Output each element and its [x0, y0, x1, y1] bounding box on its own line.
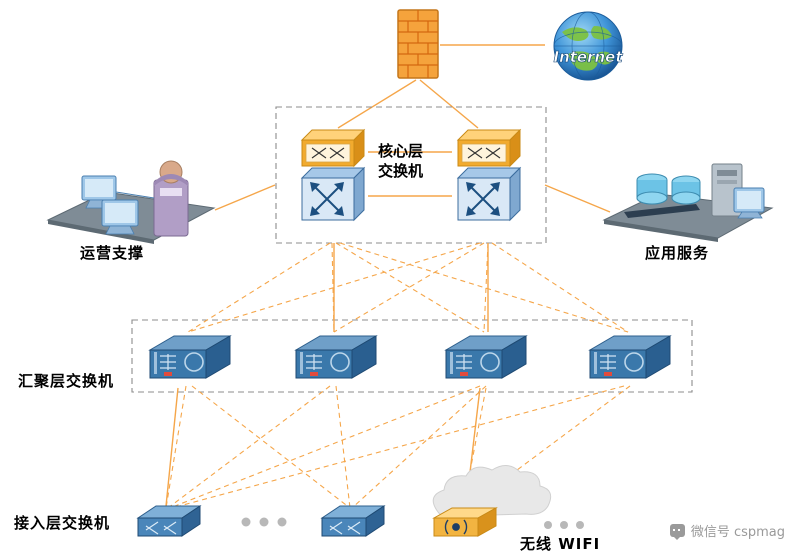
application-service-label: 应用服务 [645, 244, 710, 262]
operation-support-label: 运营支撑 [80, 244, 145, 262]
access-layer-label: 接入层交换机 [14, 514, 111, 532]
wechat-icon [669, 524, 685, 540]
access-switch-1-node[interactable] [136, 504, 202, 546]
wireless-wifi-label: 无线 WIFI [520, 535, 601, 553]
access-switch-2-node[interactable] [320, 504, 386, 546]
watermark: 微信号 cspmag [669, 521, 785, 540]
aggregation-switch-1-node[interactable] [148, 332, 232, 390]
internet-cloud-node[interactable]: Internet [538, 8, 638, 88]
internet-label: Internet [553, 48, 623, 66]
wireless-ap-node[interactable] [432, 506, 498, 546]
watermark-text: 微信号 cspmag [690, 525, 785, 540]
operation-support-node[interactable] [42, 152, 218, 248]
aggregation-switch-2-node[interactable] [294, 332, 378, 390]
aggregation-switch-4-node[interactable] [588, 332, 672, 390]
aggregation-switch-3-node[interactable] [444, 332, 528, 390]
core-switch-2-node[interactable] [452, 122, 524, 230]
core-switch-1-node[interactable] [296, 122, 368, 230]
firewall-node[interactable] [396, 8, 440, 84]
core-layer-label: 核心层 交换机 [378, 142, 424, 180]
aggregation-layer-label: 汇聚层交换机 [18, 372, 115, 390]
application-service-node[interactable] [600, 158, 776, 248]
